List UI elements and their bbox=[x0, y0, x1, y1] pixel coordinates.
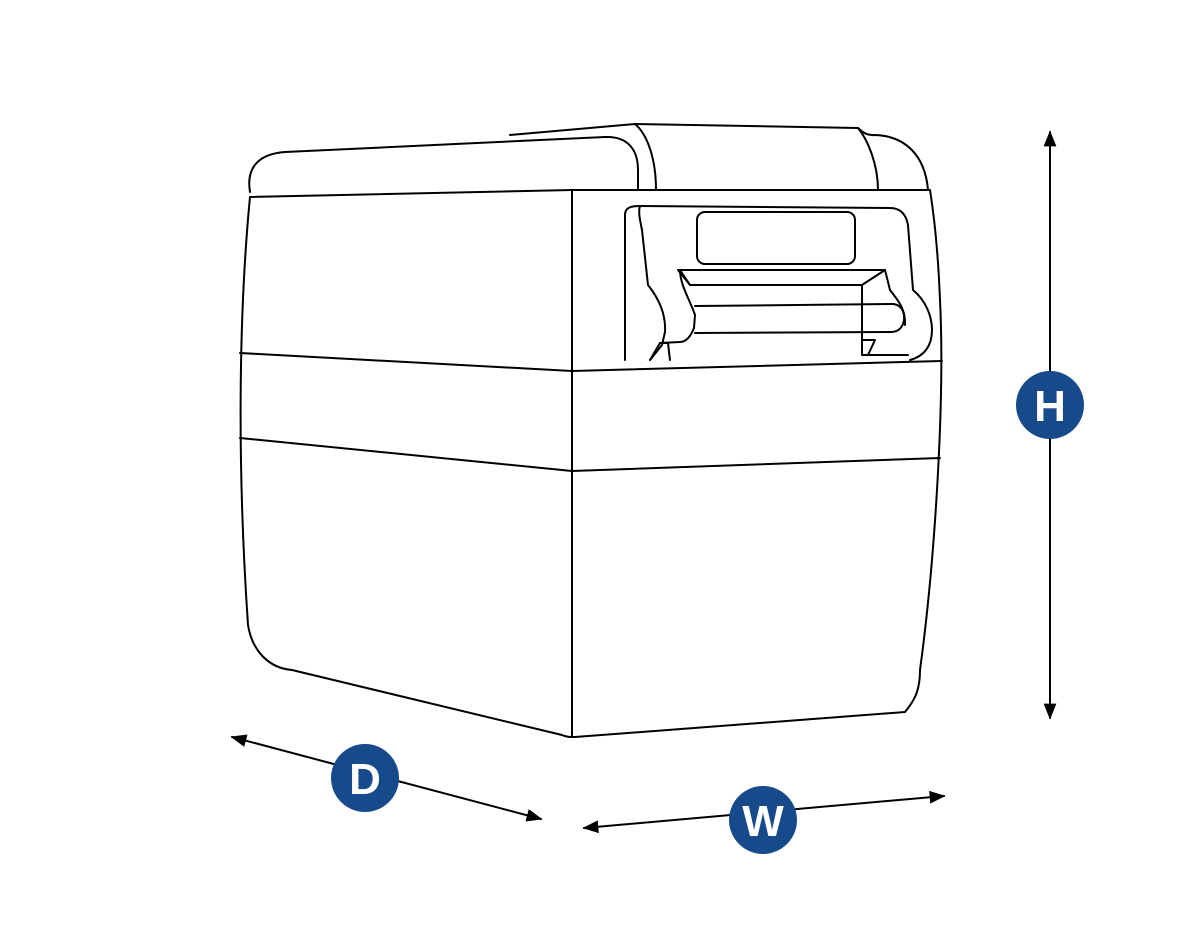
cooler-handle bbox=[624, 205, 933, 361]
height-dimension: H bbox=[1016, 130, 1084, 720]
depth-dimension: D bbox=[230, 734, 543, 822]
width-badge bbox=[729, 786, 797, 854]
width-dimension: W bbox=[582, 786, 946, 854]
width-label: W bbox=[742, 797, 784, 846]
cooler-body bbox=[239, 189, 943, 738]
depth-badge bbox=[331, 744, 399, 812]
cooler-lid bbox=[248, 123, 931, 198]
depth-label: D bbox=[349, 755, 381, 804]
height-label: H bbox=[1034, 382, 1066, 431]
height-badge bbox=[1016, 371, 1084, 439]
